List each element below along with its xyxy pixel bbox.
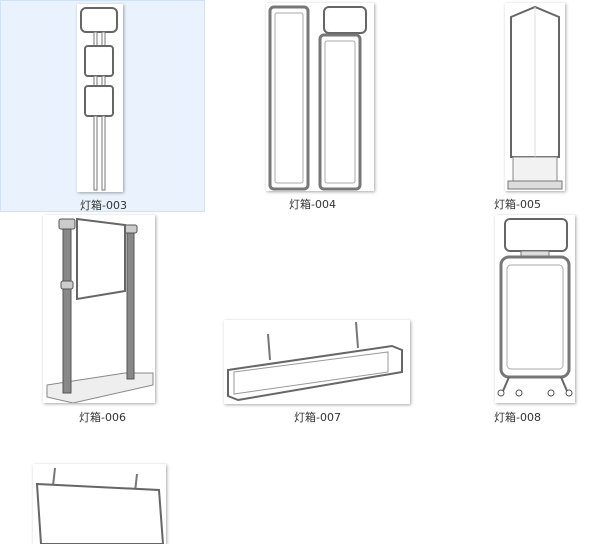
file-item-003[interactable]: 灯箱-003: [0, 0, 205, 212]
thumbnail-003: [77, 4, 123, 192]
file-item-009[interactable]: [0, 460, 205, 544]
file-label: 灯箱-006: [79, 411, 126, 424]
file-item-004[interactable]: 灯箱-004: [210, 0, 415, 212]
thumbnail-009: [33, 464, 166, 544]
file-item-005[interactable]: 灯箱-005: [435, 0, 600, 212]
thumbnail-006: [43, 215, 155, 403]
file-label: 灯箱-007: [294, 411, 341, 424]
file-item-006[interactable]: 灯箱-006: [0, 215, 205, 425]
file-item-008[interactable]: 灯箱-008: [435, 215, 600, 425]
thumbnail-005: [505, 3, 565, 191]
thumbnail-004: [266, 3, 374, 191]
file-label: 灯箱-003: [80, 199, 127, 212]
file-label: 灯箱-004: [289, 198, 336, 211]
file-item-007[interactable]: 灯箱-007: [210, 318, 425, 425]
thumbnail-007: [224, 320, 410, 404]
file-label: 灯箱-005: [494, 198, 541, 211]
file-label: 灯箱-008: [494, 411, 541, 424]
thumbnail-008: [495, 215, 575, 403]
